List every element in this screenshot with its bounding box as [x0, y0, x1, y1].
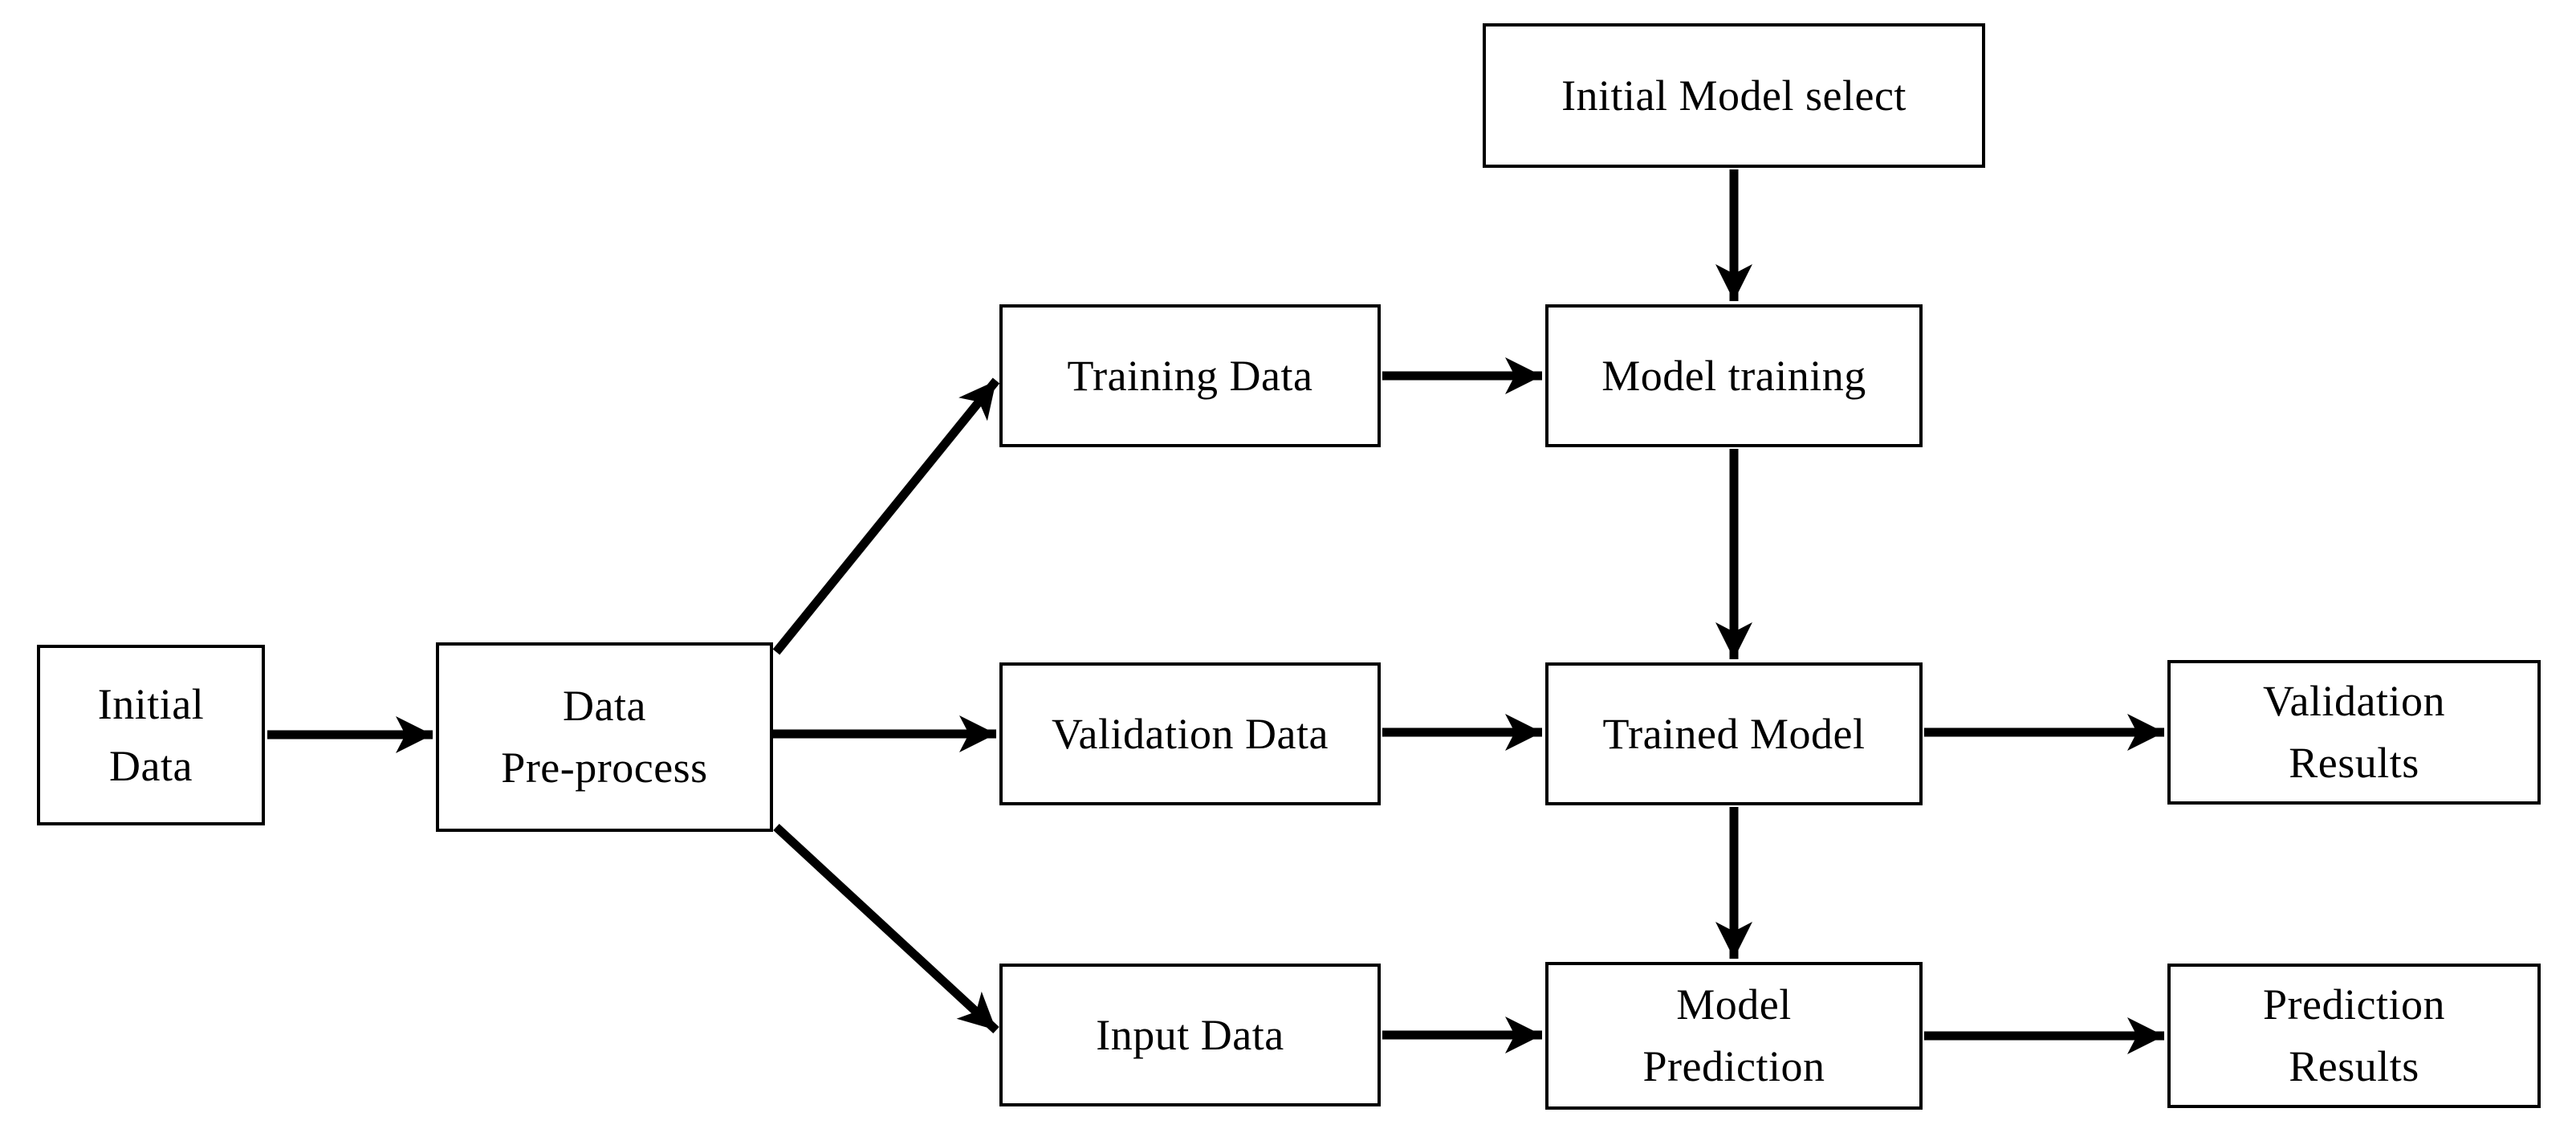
node-trained-model-label: Trained Model	[1602, 709, 1866, 758]
arrow-data-pre-process-to-training-data	[772, 377, 1000, 655]
node-trained-model: Trained Model	[1545, 662, 1923, 805]
node-training-data-label: Training Data	[1067, 351, 1313, 400]
node-model-prediction-label: Model Prediction	[1642, 980, 1825, 1090]
node-input-data: Input Data	[999, 964, 1381, 1106]
node-model-training: Model training	[1545, 304, 1923, 447]
node-validation-data: Validation Data	[999, 662, 1381, 805]
node-prediction-results-label: Prediction Results	[2263, 980, 2445, 1090]
node-validation-results-label: Validation Results	[2263, 677, 2445, 787]
arrow-data-pre-process-to-input-data	[773, 823, 999, 1034]
node-data-pre-process-label: Data Pre-process	[501, 682, 708, 792]
node-data-pre-process: Data Pre-process	[436, 642, 773, 832]
node-initial-model-select-label: Initial Model select	[1561, 71, 1907, 120]
node-model-prediction: Model Prediction	[1545, 962, 1923, 1110]
node-input-data-label: Input Data	[1096, 1010, 1284, 1059]
node-initial-data-label: Initial Data	[97, 679, 205, 790]
node-validation-data-label: Validation Data	[1052, 709, 1329, 758]
node-initial-model-select: Initial Model select	[1483, 23, 1985, 168]
node-training-data: Training Data	[999, 304, 1381, 447]
node-model-training-label: Model training	[1601, 351, 1866, 400]
node-initial-data: Initial Data	[37, 645, 265, 825]
node-validation-results: Validation Results	[2167, 660, 2541, 805]
node-prediction-results: Prediction Results	[2167, 964, 2541, 1108]
